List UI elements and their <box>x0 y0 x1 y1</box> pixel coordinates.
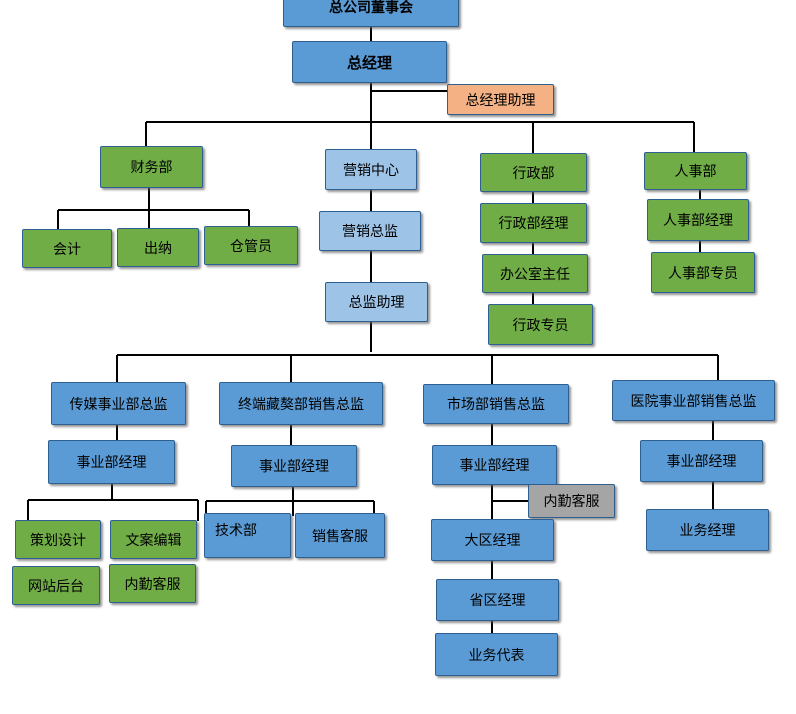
terminal-director-node: 终端藏獒部销售总监 <box>219 382 383 425</box>
market-inside-service-node: 内勤客服 <box>528 484 615 518</box>
marketing-center-node: 营销中心 <box>325 149 417 190</box>
website-backend-node: 网站后台 <box>12 566 100 605</box>
gm-node: 总经理 <box>292 41 447 83</box>
copy-editing-node: 文案编辑 <box>110 520 197 559</box>
region-manager-node: 大区经理 <box>431 519 554 561</box>
marketing-director-node: 营销总监 <box>319 211 421 251</box>
business-manager-node: 业务经理 <box>646 509 769 551</box>
office-director-node: 办公室主任 <box>482 254 588 293</box>
board-node: 总公司董事会 <box>283 0 459 27</box>
gm-assistant-node: 总经理助理 <box>447 84 554 115</box>
finance-node: 财务部 <box>100 146 203 188</box>
market-manager-node: 事业部经理 <box>432 445 557 485</box>
hr-specialist-node: 人事部专员 <box>651 252 755 293</box>
admin-dept-node: 行政部 <box>480 153 587 192</box>
hospital-manager-node: 事业部经理 <box>640 440 763 482</box>
sales-service-node: 销售客服 <box>295 513 385 558</box>
admin-specialist-node: 行政专员 <box>488 304 593 345</box>
hospital-director-node: 医院事业部销售总监 <box>612 380 775 421</box>
sales-rep-node: 业务代表 <box>435 633 558 676</box>
market-director-node: 市场部销售总监 <box>423 384 569 424</box>
admin-manager-node: 行政部经理 <box>480 203 587 243</box>
province-manager-node: 省区经理 <box>436 579 559 621</box>
media-inside-service-node: 内勤客服 <box>109 564 196 603</box>
cashier-node: 出纳 <box>117 228 199 267</box>
warehouse-node: 仓管员 <box>204 226 298 265</box>
terminal-manager-node: 事业部经理 <box>231 445 357 487</box>
media-director-node: 传媒事业部总监 <box>51 382 186 425</box>
hr-manager-node: 人事部经理 <box>647 199 749 241</box>
tech-dept-node: 技术部 <box>204 513 291 558</box>
director-assistant-node: 总监助理 <box>325 282 428 322</box>
planning-design-node: 策划设计 <box>15 520 101 559</box>
hr-dept-node: 人事部 <box>644 152 747 190</box>
accounting-node: 会计 <box>22 229 112 268</box>
media-manager-node: 事业部经理 <box>48 440 175 484</box>
